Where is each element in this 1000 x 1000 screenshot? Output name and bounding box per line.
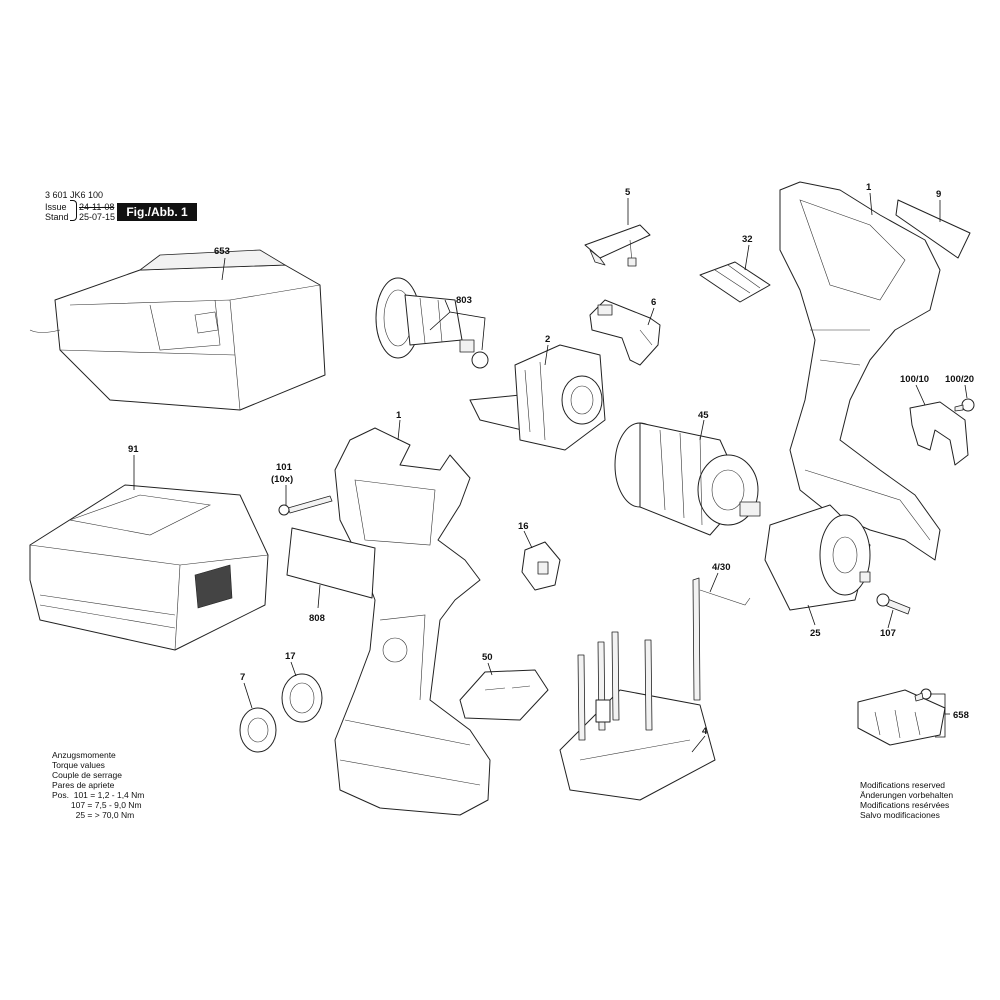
modifications-line: Modifications resérvées [860, 800, 950, 810]
callout-32: 32 [742, 234, 753, 245]
leader-line [544, 344, 549, 366]
electronics-module-part-4 [559, 631, 716, 801]
modifications-line: Änderungen vorbehalten [860, 790, 954, 800]
callout-4-30: 4/30 [712, 562, 731, 573]
torque-line: Couple de serrage [52, 770, 122, 780]
callout-653: 653 [214, 246, 230, 257]
motor-part-803 [375, 277, 489, 369]
gear-housing-part-2 [469, 344, 606, 451]
leader-line [647, 307, 655, 326]
callout-101: 101 [276, 462, 293, 473]
leader-line [290, 661, 297, 677]
leader-lines [133, 192, 968, 753]
torque-line: 25 = > 70,0 Nm [52, 810, 135, 820]
screw-part-101 [278, 495, 333, 516]
callout-100-20: 100/20 [945, 374, 974, 385]
callout-1-right: 1 [866, 182, 872, 193]
label-plate-part-9 [895, 199, 971, 259]
leader-line [869, 192, 873, 216]
callout-4: 4 [702, 726, 708, 737]
torque-notes: Anzugsmomente Torque values Couple de se… [52, 750, 144, 820]
switch-part-6 [589, 299, 661, 366]
torque-line: Pares de apriete [52, 780, 115, 790]
screw-part-100-20 [954, 398, 975, 412]
belt-clip-part-100-10 [909, 401, 969, 466]
stand-date: 25-07-15 [79, 212, 116, 222]
ring-part-17 [281, 673, 323, 723]
torque-line: 107 = 7,5 - 9,0 Nm [52, 800, 142, 810]
leader-line [523, 530, 533, 549]
callout-91: 91 [128, 444, 139, 455]
torque-line: Anzugsmomente [52, 750, 116, 760]
knob-part-7 [239, 707, 277, 753]
callout-101-quantity: (10x) [271, 474, 293, 485]
leader-line [709, 572, 719, 593]
pad-part-50 [459, 669, 549, 721]
leader-line [691, 735, 706, 753]
screw-part-107 [876, 593, 911, 615]
leader-line [429, 311, 451, 331]
leader-line [444, 299, 486, 351]
callout-2: 2 [545, 334, 550, 345]
callout-1-left: 1 [396, 410, 402, 421]
battery-part-91 [29, 484, 269, 651]
callout-17: 17 [285, 651, 296, 662]
callout-labels: 653 91 803 5 32 6 2 1 1 9 100/10 100/20 … [128, 182, 974, 737]
issue-date-old: 24-11-08 [79, 202, 115, 212]
callout-6: 6 [651, 297, 656, 308]
leader-line [317, 584, 321, 609]
callout-50: 50 [482, 652, 493, 663]
issue-brace [70, 200, 77, 221]
callout-5: 5 [625, 187, 631, 198]
callout-25: 25 [810, 628, 821, 639]
doc-number: 3 601 JK6 100 [45, 190, 104, 200]
plate-part-16 [521, 541, 561, 591]
leader-line [915, 384, 926, 406]
slider-button-part-32 [699, 261, 771, 303]
modifications-note: Modifications reserved Änderungen vorbeh… [860, 780, 953, 820]
issue-label: Issue [45, 202, 67, 212]
callout-808: 808 [309, 613, 325, 624]
callout-658: 658 [953, 710, 969, 721]
gearbox-part-45 [614, 422, 761, 536]
housing-right-part-1 [779, 181, 941, 561]
stand-label: Stand [45, 212, 69, 222]
leader-line [397, 419, 401, 441]
leader-line [744, 244, 750, 271]
chuck-part-25 [764, 504, 871, 611]
figure-label: Fig./Abb. 1 [117, 203, 197, 221]
leader-line [487, 662, 493, 676]
cable-part-4-30 [692, 577, 751, 701]
leader-line [807, 604, 816, 626]
housing-left-part-1 [334, 427, 491, 816]
leader-line [221, 257, 226, 281]
torque-line: Torque values [52, 760, 105, 770]
callout-107: 107 [880, 628, 896, 639]
leader-line [699, 419, 705, 441]
callout-16: 16 [518, 521, 529, 532]
callout-45: 45 [698, 410, 709, 421]
callout-9: 9 [936, 189, 941, 200]
connector-part-658 [857, 688, 946, 746]
charger-part-653 [29, 249, 326, 411]
callout-100-10: 100/10 [900, 374, 929, 385]
leader-line [887, 609, 894, 629]
switch-slider-part-5 [584, 224, 651, 267]
modifications-line: Modifications reserved [860, 780, 946, 790]
leader-line [930, 693, 946, 738]
callout-803: 803 [456, 295, 472, 306]
leader-line [964, 384, 968, 399]
torque-line: Pos. 101 = 1,2 - 1,4 Nm [52, 790, 145, 800]
modifications-line: Salvo modificaciones [860, 810, 940, 820]
leader-line [243, 682, 253, 709]
callout-7: 7 [240, 672, 245, 683]
label-part-808 [286, 527, 376, 599]
